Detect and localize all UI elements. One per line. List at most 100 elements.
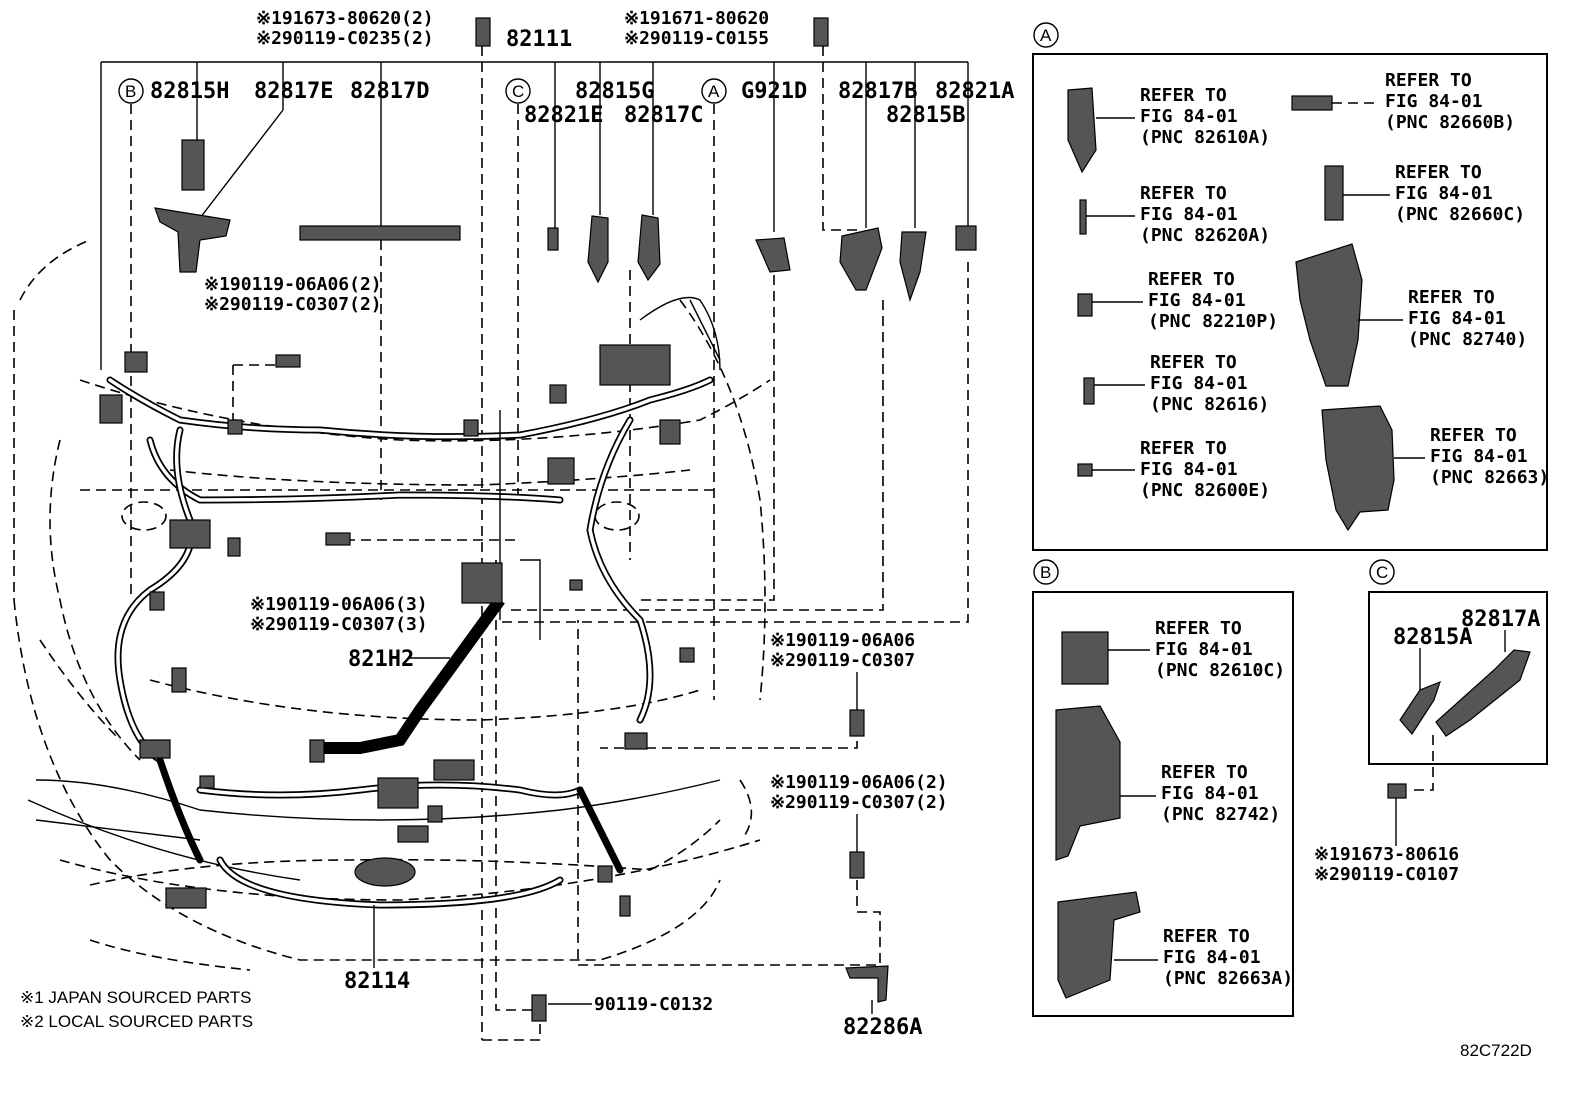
- bolt-label-top-left-2: ※290119-C0235(2): [256, 28, 434, 49]
- box-a-ref-9-line1: REFER TO: [1430, 425, 1517, 446]
- part-82821A-shape: [955, 225, 977, 251]
- label-82821E: 82821E: [524, 103, 603, 128]
- bolt-icon-right-upper: [849, 709, 865, 737]
- bolt-icon-top-mid: [813, 17, 829, 47]
- diagram-id: 82C722D: [1460, 1041, 1532, 1060]
- part-821H2-cable: [309, 562, 505, 763]
- box-a-ref-1-line1: REFER TO: [1140, 85, 1227, 106]
- part-82817E-shape: [154, 207, 231, 273]
- box-a-ref-3-line1: REFER TO: [1148, 269, 1235, 290]
- box-a-ref-7-line2: FIG 84-01: [1395, 183, 1493, 204]
- bolt-label-top-left-1: ※191673-80620(2): [256, 8, 434, 29]
- box-a-ref-7-line3: (PNC 82660C): [1395, 204, 1525, 225]
- bolt-label-bottom: 90119-C0132: [594, 994, 713, 1015]
- box-b-ref-3-line2: FIG 84-01: [1163, 947, 1261, 968]
- label-82815A: 82815A: [1393, 625, 1472, 650]
- box-a-ref-6-line2: FIG 84-01: [1385, 91, 1483, 112]
- part-82286A-shape: [845, 965, 889, 1003]
- part-G921D-shape: [755, 237, 791, 273]
- label-82817E: 82817E: [254, 79, 333, 104]
- box-a-ref-4-line1: REFER TO: [1150, 352, 1237, 373]
- bolt-icon-center: [325, 532, 351, 546]
- box-b-ref-1-line1: REFER TO: [1155, 618, 1242, 639]
- box-c-callout: C: [1376, 563, 1388, 582]
- box-b-ref-3-line1: REFER TO: [1163, 926, 1250, 947]
- bolt-label-left-upper-2: ※290119-C0307(2): [204, 294, 382, 315]
- label-82817D: 82817D: [350, 79, 429, 104]
- detail-box-b: B REFER TO FIG 84-01 (PNC 82610C) REFER …: [1032, 559, 1294, 1017]
- box-a-ref-8-line1: REFER TO: [1408, 287, 1495, 308]
- bolt-icon-right-lower: [849, 851, 865, 879]
- bolt-label-right-lower-2: ※290119-C0307(2): [770, 792, 948, 813]
- part-82815G-shape: [587, 215, 609, 284]
- box-b-ref-3-line3: (PNC 82663A): [1163, 968, 1293, 989]
- callouts-main: B C A: [118, 78, 727, 104]
- box-a-ref-5-line1: REFER TO: [1140, 438, 1227, 459]
- box-a-ref-6-line1: REFER TO: [1385, 70, 1472, 91]
- note-local-sourced: ※2 LOCAL SOURCED PARTS: [20, 1012, 253, 1031]
- label-82815B: 82815B: [886, 103, 965, 128]
- box-b-ref-2-line2: FIG 84-01: [1161, 783, 1259, 804]
- vehicle-body-outline: [13, 239, 771, 971]
- bolt-label-top-mid-2: ※290119-C0155: [624, 28, 769, 49]
- box-a-ref-2-line1: REFER TO: [1140, 183, 1227, 204]
- box-b-callout: B: [1040, 563, 1051, 582]
- bolt-icon-top-left: [475, 17, 491, 47]
- note-japan-sourced: ※1 JAPAN SOURCED PARTS: [20, 988, 252, 1007]
- label-821H2: 821H2: [348, 647, 414, 672]
- label-82815G: 82815G: [575, 79, 654, 104]
- box-a-ref-3-line3: (PNC 82210P): [1148, 311, 1278, 332]
- part-82817C-shape: [637, 214, 661, 282]
- bolt-label-box-c-2: ※290119-C0107: [1314, 864, 1459, 885]
- bolt-label-right-upper-2: ※290119-C0307: [770, 650, 915, 671]
- label-G921D: G921D: [741, 79, 807, 104]
- box-a-ref-8-line3: (PNC 82740): [1408, 329, 1527, 350]
- box-a-ref-1-line3: (PNC 82610A): [1140, 127, 1270, 148]
- box-a-ref-6-line3: (PNC 82660B): [1385, 112, 1515, 133]
- box-a-ref-3-line2: FIG 84-01: [1148, 290, 1246, 311]
- bolt-label-box-c-1: ※191673-80616: [1314, 844, 1459, 865]
- box-a-ref-4-line3: (PNC 82616): [1150, 394, 1269, 415]
- bolt-icon-left-upper: [275, 354, 301, 368]
- bolt-label-center-1: ※190119-06A06(3): [250, 594, 428, 615]
- top-parts: [154, 17, 977, 1022]
- box-a-ref-9-line2: FIG 84-01: [1430, 446, 1528, 467]
- bolt-label-top-mid-1: ※191671-80620: [624, 8, 769, 29]
- engine-room-harness-82111: [106, 376, 714, 909]
- box-a-ref-8-line2: FIG 84-01: [1408, 308, 1506, 329]
- callout-c: C: [512, 82, 524, 101]
- part-82817B-shape: [839, 227, 883, 291]
- box-a-ref-5-line3: (PNC 82600E): [1140, 480, 1270, 501]
- bolt-icon-bottom: [531, 994, 547, 1022]
- detail-box-a: A REFER TO FIG 84-01 (PNC 82610A) REFER …: [1032, 22, 1549, 551]
- harness-connectors: [99, 344, 695, 917]
- box-b-ref-2-line3: (PNC 82742): [1161, 804, 1280, 825]
- label-82817C: 82817C: [624, 103, 703, 128]
- label-82815H: 82815H: [150, 79, 229, 104]
- part-82815H-shape: [181, 139, 205, 191]
- box-b-ref-1-line2: FIG 84-01: [1155, 639, 1253, 660]
- box-b-ref-1-line3: (PNC 82610C): [1155, 660, 1285, 681]
- box-a-ref-9-line3: (PNC 82663): [1430, 467, 1549, 488]
- label-82817B: 82817B: [838, 79, 917, 104]
- label-82111: 82111: [506, 27, 572, 52]
- box-b-ref-2-line1: REFER TO: [1161, 762, 1248, 783]
- bolt-label-center-2: ※290119-C0307(3): [250, 614, 428, 635]
- label-82286A: 82286A: [843, 1015, 922, 1040]
- box-a-ref-2-line2: FIG 84-01: [1140, 204, 1238, 225]
- box-a-ref-4-line2: FIG 84-01: [1150, 373, 1248, 394]
- callout-b: B: [125, 82, 136, 101]
- box-a-ref-1-line2: FIG 84-01: [1140, 106, 1238, 127]
- part-82815B-shape: [899, 231, 927, 303]
- box-a-ref-2-line3: (PNC 82620A): [1140, 225, 1270, 246]
- bolt-label-right-lower-1: ※190119-06A06(2): [770, 772, 948, 793]
- label-82114: 82114: [344, 969, 410, 994]
- part-labels: ※191673-80620(2) ※290119-C0235(2) 82111 …: [20, 8, 1532, 1060]
- callout-a: A: [708, 82, 720, 101]
- part-82817D-shape: [299, 225, 461, 241]
- bolt-icon-box-c: [1387, 783, 1407, 799]
- box-a-callout: A: [1040, 26, 1052, 45]
- bolt-label-left-upper-1: ※190119-06A06(2): [204, 274, 382, 295]
- bolt-label-right-upper-1: ※190119-06A06: [770, 630, 915, 651]
